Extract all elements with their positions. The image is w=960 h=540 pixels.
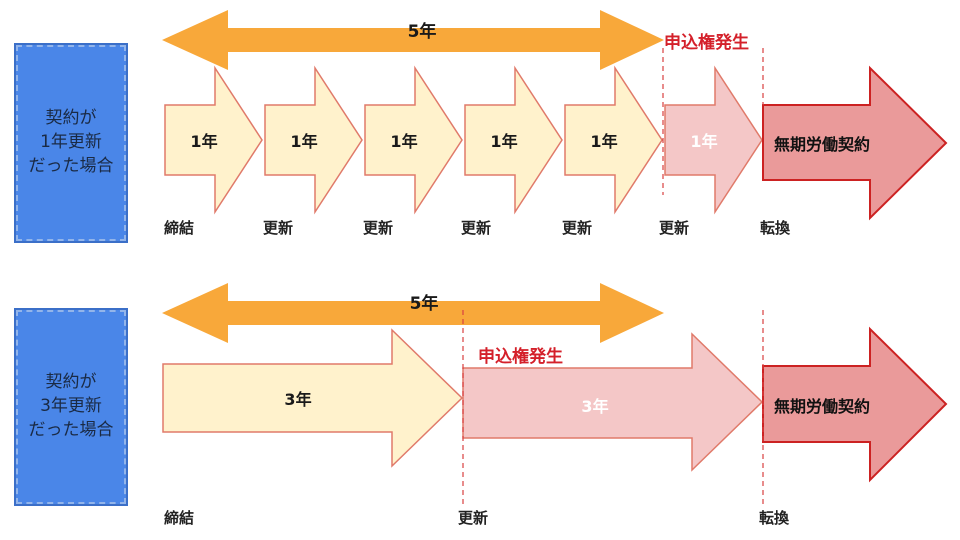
case1-segment-arrow-4 (464, 65, 563, 215)
case1-after-segment-label: 1年 (690, 132, 718, 151)
case1-right-marker: 申込権発生 (664, 33, 749, 53)
case2-after-segment-label: 3年 (581, 397, 609, 416)
case1-timeline-5: 更新 (659, 219, 690, 237)
case2-span-double-arrow (162, 283, 664, 343)
case2-segment-arrow (162, 328, 464, 468)
case2-label-box: 契約が 3年更新 だった場合 (14, 308, 128, 506)
case1-segment-arrow-1 (164, 65, 263, 215)
case1-label-box: 契約が 1年更新 だった場合 (14, 43, 128, 243)
case2-after-segment-arrow (462, 332, 764, 472)
case2-segment-label: 3年 (284, 390, 312, 409)
case1-span-label: 5年 (407, 22, 437, 42)
case1-timeline-6: 転換 (760, 219, 791, 237)
case1-segment-label-1: 1年 (190, 132, 218, 151)
case2-label: 契約が 3年更新 だった場合 (28, 372, 114, 440)
case2-timeline-1: 更新 (458, 509, 489, 527)
case2-final-arrow (762, 326, 948, 483)
case1-timeline-1: 更新 (263, 219, 294, 237)
case1-after-segment-arrow (664, 65, 763, 215)
case1-segment-label-4: 1年 (490, 132, 518, 151)
case1-timeline-3: 更新 (461, 219, 492, 237)
case1-segment-arrow-3 (364, 65, 463, 215)
case1-span-double-arrow (162, 10, 664, 70)
case1-segment-label-3: 1年 (390, 132, 418, 151)
case2-timeline-2: 転換 (759, 509, 790, 527)
case1-segment-arrow-2 (264, 65, 363, 215)
case1-segment-label-5: 1年 (590, 132, 618, 151)
case1-timeline-4: 更新 (562, 219, 593, 237)
case2-final-label: 無期労働契約 (774, 397, 871, 416)
case1-segment-arrow-5 (564, 65, 663, 215)
case1-final-arrow (762, 65, 948, 221)
case1-timeline-0: 締結 (164, 219, 195, 237)
case1-label: 契約が 1年更新 だった場合 (28, 108, 114, 176)
case1-segment-label-2: 1年 (290, 132, 318, 151)
case2-span-label: 5年 (409, 294, 439, 314)
case2-right-marker: 申込権発生 (478, 347, 563, 367)
case1-timeline-2: 更新 (363, 219, 394, 237)
case2-timeline-0: 締結 (164, 509, 195, 527)
case1-final-label: 無期労働契約 (774, 135, 871, 154)
